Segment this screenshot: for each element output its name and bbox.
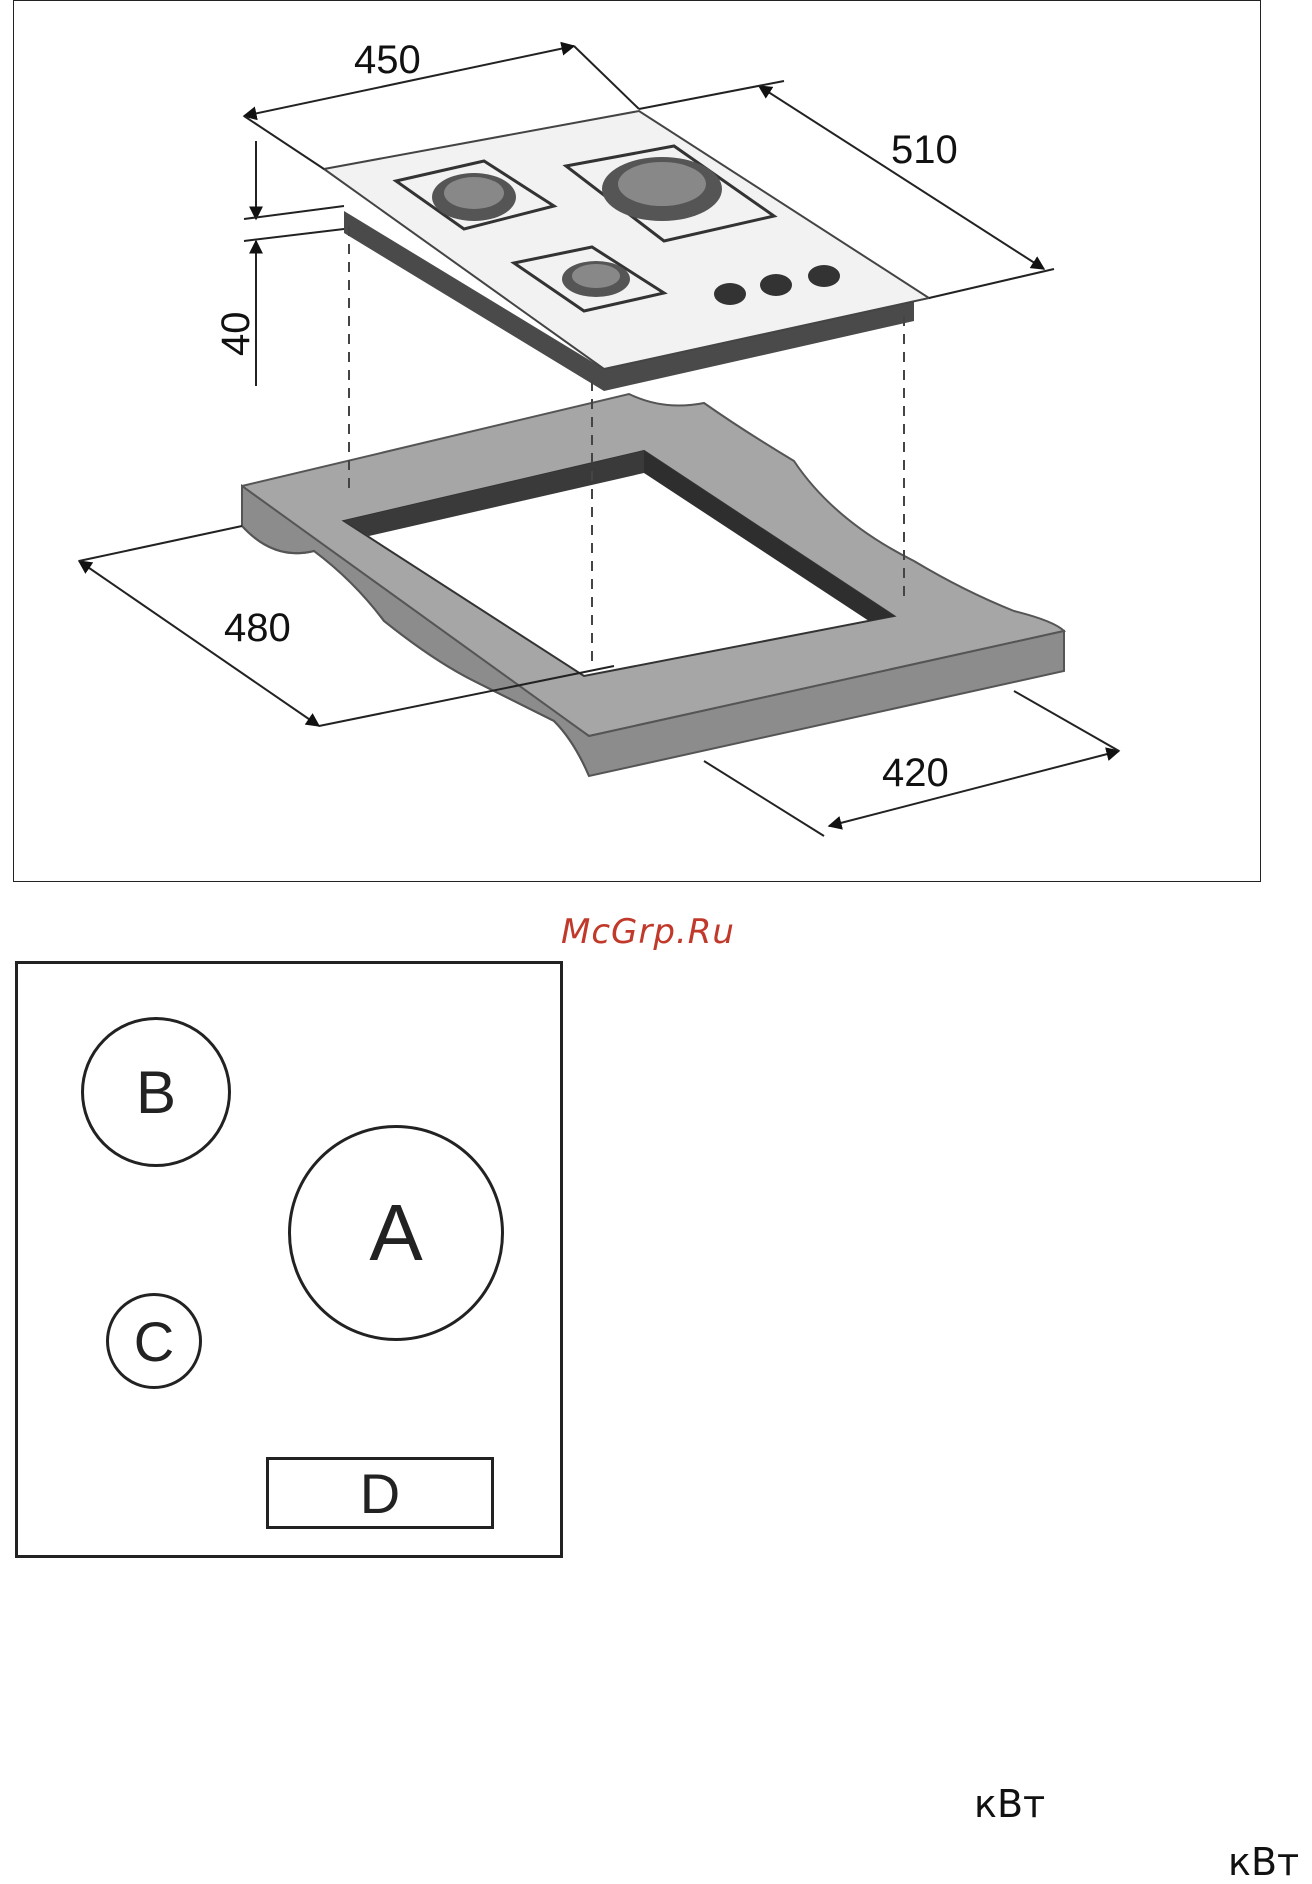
- power-unit-2: кВт: [1228, 1840, 1299, 1884]
- dim-height: 40: [214, 312, 258, 357]
- watermark-text: McGrp.Ru: [561, 912, 735, 952]
- dim-cutout-width: 420: [882, 751, 949, 795]
- hob: [324, 111, 929, 391]
- dim-cutout-depth: 480: [224, 606, 291, 650]
- dim-depth-top: 510: [891, 128, 958, 172]
- burner-zone-a: A: [288, 1125, 504, 1341]
- burner-zone-b: B: [81, 1017, 231, 1167]
- burner-zone-c: C: [106, 1293, 202, 1389]
- installation-drawing: 450 510 40 480 420: [14, 1, 1262, 883]
- control-panel-zone-d: D: [266, 1457, 494, 1529]
- countertop: [242, 394, 1064, 776]
- installation-diagram: 450 510 40 480 420: [13, 0, 1261, 882]
- burner-layout-diagram: B A C D: [15, 961, 563, 1558]
- dim-width-top: 450: [354, 38, 421, 82]
- power-unit-1: кВт: [974, 1782, 1045, 1826]
